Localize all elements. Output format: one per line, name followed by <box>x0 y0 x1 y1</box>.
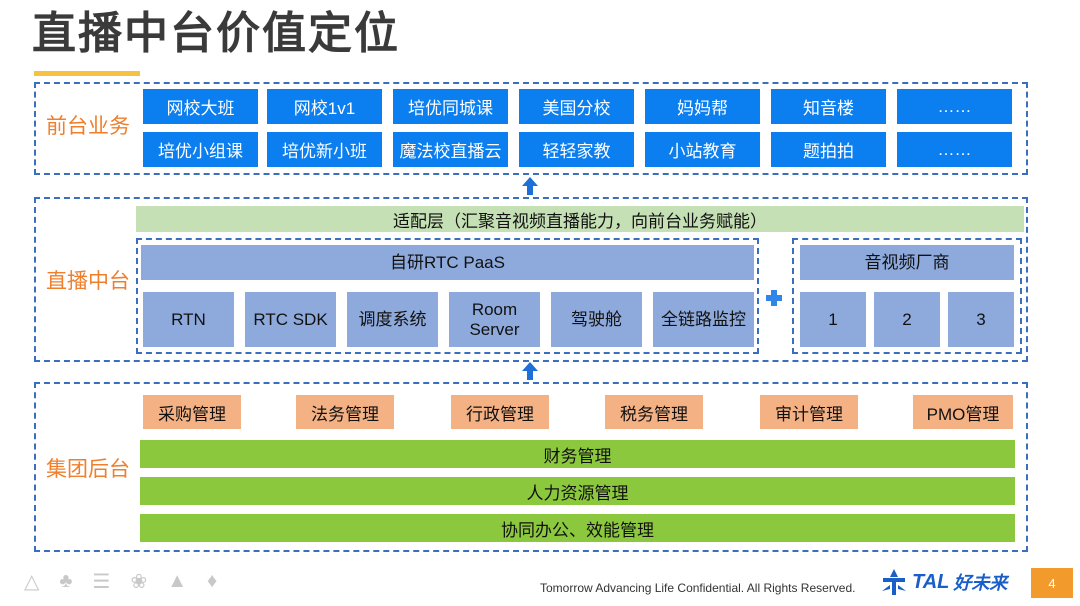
group-function-bar: 协同办公、效能管理 <box>140 514 1015 542</box>
middle-section-label: 直播中台 <box>46 270 130 293</box>
front-item: 培优小组课 <box>143 132 258 167</box>
front-item: 小站教育 <box>645 132 760 167</box>
plus-icon <box>766 290 782 306</box>
front-item: 知音楼 <box>771 89 886 124</box>
triangle-tree-icon: ▲ <box>167 569 188 592</box>
title-underline <box>34 71 140 76</box>
up-arrow-icon <box>522 362 538 380</box>
middle-section <box>34 197 1028 362</box>
rtc-paas-group <box>136 238 759 354</box>
vendor-group <box>792 238 1022 354</box>
front-item: …… <box>897 132 1012 167</box>
front-item: 魔法校直播云 <box>393 132 508 167</box>
logo-text-en: TAL <box>912 570 950 593</box>
pine-icon: ☰ <box>92 570 111 593</box>
rtc-item: Room Server <box>449 292 540 347</box>
group-function-bar: 财务管理 <box>140 440 1015 468</box>
footer-decorative-icons: △ ♣ ☰ ❀ ▲ ♦ <box>24 568 274 594</box>
backoffice-item: 审计管理 <box>760 395 858 429</box>
front-item: 妈妈帮 <box>645 89 760 124</box>
front-item: 轻轻家教 <box>519 132 634 167</box>
up-arrow-icon <box>522 177 538 195</box>
front-item: 题拍拍 <box>771 132 886 167</box>
front-item: 培优新小班 <box>267 132 382 167</box>
front-item: 网校1v1 <box>267 89 382 124</box>
backoffice-item: 采购管理 <box>143 395 241 429</box>
footer-confidential-text: Tomorrow Advancing Life Confidential. Al… <box>540 581 856 595</box>
backoffice-item: 税务管理 <box>605 395 703 429</box>
front-section-label: 前台业务 <box>46 115 130 138</box>
group-function-bar: 人力资源管理 <box>140 477 1015 505</box>
company-logo: TAL 好未来 <box>880 566 1007 598</box>
vendor-item: 3 <box>948 292 1014 347</box>
rtc-paas-title: 自研RTC PaaS <box>141 245 754 280</box>
vendor-title: 音视频厂商 <box>800 245 1014 280</box>
rtc-item: RTN <box>143 292 234 347</box>
back-section <box>34 382 1028 552</box>
tal-logo-icon <box>882 569 906 595</box>
cluster-icon: ❀ <box>130 570 148 593</box>
front-item: 培优同城课 <box>393 89 508 124</box>
front-item: …… <box>897 89 1012 124</box>
backoffice-item: 法务管理 <box>296 395 394 429</box>
rtc-item: RTC SDK <box>245 292 336 347</box>
page-title: 直播中台价值定位 <box>32 9 400 58</box>
layered-tree-icon: ♦ <box>207 569 218 592</box>
rtc-item: 调度系统 <box>347 292 438 347</box>
backoffice-item: 行政管理 <box>451 395 549 429</box>
tree-icon: △ <box>24 570 40 593</box>
back-section-label: 集团后台 <box>46 458 130 481</box>
vendor-item: 1 <box>800 292 866 347</box>
cloud-tree-icon: ♣ <box>59 569 73 592</box>
front-item: 美国分校 <box>519 89 634 124</box>
logo-text-cn: 好未来 <box>953 573 1008 593</box>
adapter-layer-bar: 适配层（汇聚音视频直播能力，向前台业务赋能） <box>136 206 1024 232</box>
page-number: 4 <box>1031 568 1073 598</box>
rtc-item: 驾驶舱 <box>551 292 642 347</box>
front-section <box>34 82 1028 175</box>
backoffice-item: PMO管理 <box>913 395 1013 429</box>
vendor-item: 2 <box>874 292 940 347</box>
rtc-item: 全链路监控 <box>653 292 754 347</box>
front-item: 网校大班 <box>143 89 258 124</box>
